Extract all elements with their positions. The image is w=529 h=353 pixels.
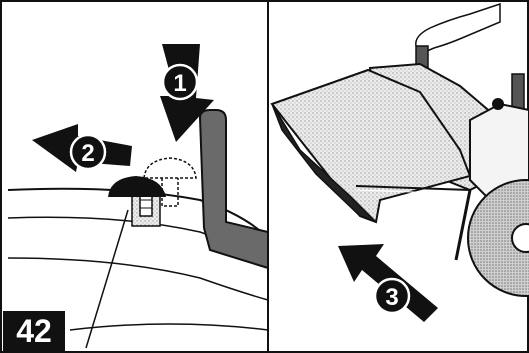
deck-bottom-curve — [8, 258, 268, 300]
left-panel: 1 2 42 — [3, 44, 268, 351]
step-3-badge: 3 — [375, 279, 409, 313]
right-panel: 3 — [272, 4, 529, 322]
deck-knob — [492, 98, 504, 110]
step-1-label: 1 — [173, 70, 186, 97]
step-2-badge: 2 — [71, 135, 105, 169]
figure-number-badge: 42 — [3, 311, 65, 351]
mount-bracket — [200, 110, 268, 268]
step-1-badge: 1 — [163, 65, 197, 99]
callout-leader — [86, 210, 128, 348]
knob-head — [108, 176, 166, 197]
step-2-label: 2 — [81, 140, 94, 167]
deck-base-curve — [70, 324, 268, 330]
figure-number: 42 — [16, 313, 52, 349]
step-3-label: 3 — [385, 284, 398, 311]
bag-support-leg — [456, 190, 470, 260]
